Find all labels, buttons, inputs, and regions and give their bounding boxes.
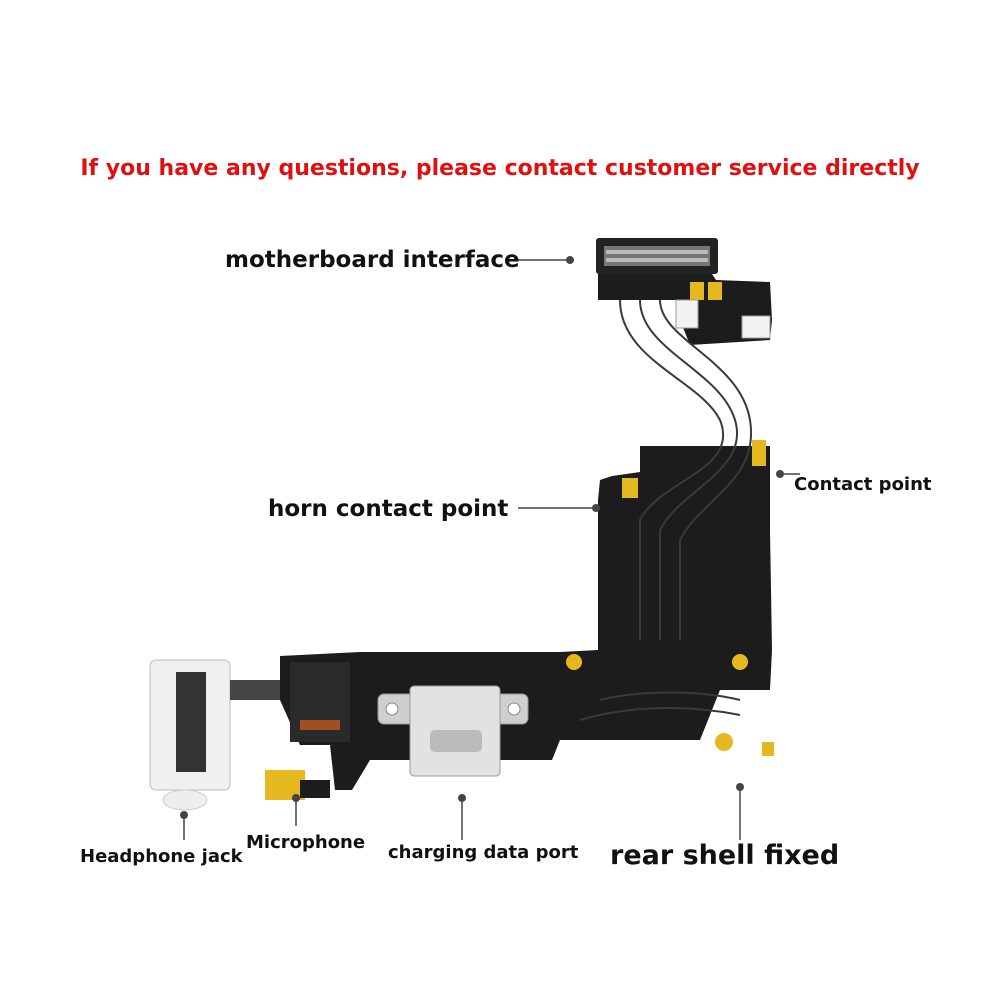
contact-notice: If you have any questions, please contac… — [80, 156, 920, 181]
headphone-jack-assembly — [149, 659, 280, 811]
label-headphone-jack: Headphone jack — [80, 846, 243, 867]
flex-cable-body — [280, 274, 772, 790]
mounting-tabs — [675, 299, 771, 339]
label-contact-point: Contact point — [794, 474, 932, 495]
label-charging-data-port: charging data port — [388, 842, 579, 863]
gold-contact-pads — [566, 282, 774, 756]
label-microphone: Microphone — [246, 832, 366, 853]
microphone-flex — [300, 780, 330, 798]
leader-dots — [180, 256, 784, 819]
motherboard-connector — [596, 238, 718, 274]
label-rear-shell-fixed: rear shell fixed — [610, 840, 840, 871]
label-horn-contact-point: horn contact point — [268, 496, 509, 522]
leader-lines — [183, 259, 800, 840]
charging-port — [377, 685, 529, 777]
label-motherboard-interface: motherboard interface — [225, 247, 520, 273]
board-components — [290, 662, 350, 742]
circuit-traces — [579, 299, 753, 721]
